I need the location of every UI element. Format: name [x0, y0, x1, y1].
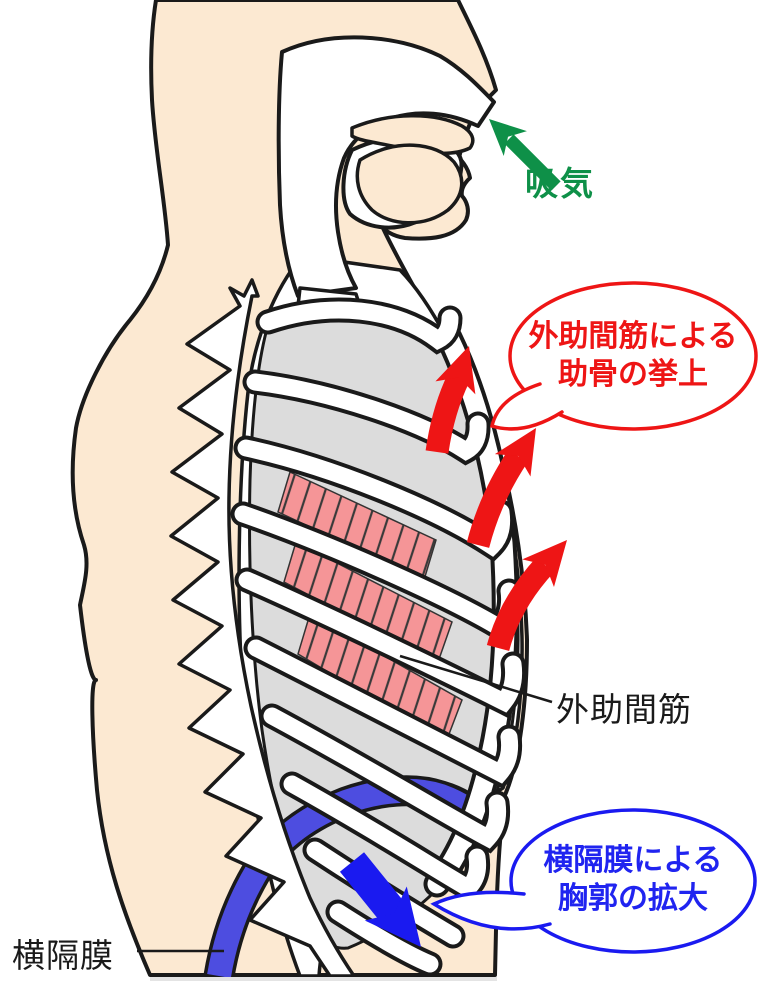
inhale-arrow	[489, 119, 561, 191]
thorax-expansion-bubble-line1: 横隔膜による	[543, 844, 723, 877]
tongue	[355, 143, 464, 225]
ribs-core	[234, 301, 523, 973]
rib-elevation-arrow-head	[435, 346, 476, 395]
rib-elevation-arrow-head	[522, 540, 567, 587]
rib-elevation-bubble-text: 外助間筋による 助骨の挙上	[511, 318, 755, 394]
blue-speech-bubble-tail	[434, 892, 550, 929]
inhale-label: 吸気	[525, 165, 595, 202]
intercostal-label: 外助間筋	[556, 691, 692, 728]
rib-elevation-bubble-line2: 助骨の挙上	[558, 358, 708, 391]
rib-elevation-arrow-shaft	[466, 449, 528, 548]
spine	[169, 278, 356, 978]
intercostal-pointer-line	[399, 654, 553, 704]
airway	[276, 35, 496, 298]
red-speech-bubble	[489, 281, 758, 431]
rib-elevation-arrow-shaft	[486, 557, 554, 652]
thorax-expansion-bubble-line2: 胸郭の拡大	[558, 882, 708, 915]
palate	[350, 114, 475, 156]
thorax-expansion-bubble-text: 横隔膜による 胸郭の拡大	[511, 842, 755, 918]
diaphragm-label: 横隔膜	[12, 937, 114, 974]
red-speech-bubble-tail	[492, 384, 562, 429]
rib-elevation-arrows	[425, 346, 567, 652]
rib-elevation-arrow-head	[494, 428, 536, 477]
rib-elevation-bubble-line1: 外助間筋による	[528, 320, 738, 353]
diaphragm-arrow	[339, 852, 421, 947]
blue-speech-bubble	[430, 808, 757, 954]
rib-elevation-arrow-shaft	[425, 371, 470, 454]
